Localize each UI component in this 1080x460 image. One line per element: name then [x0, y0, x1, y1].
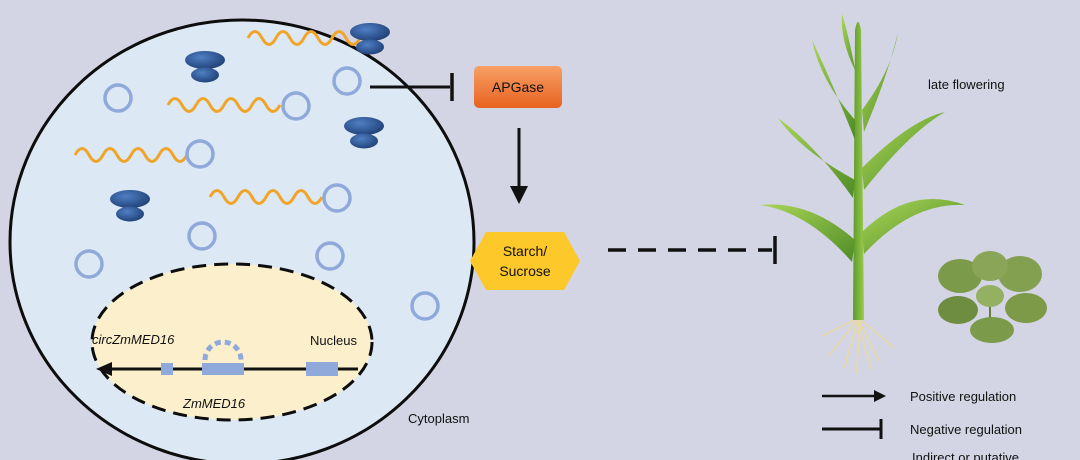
- starch-label-line1: Starch/: [503, 243, 547, 259]
- circrna-circle: [187, 221, 217, 251]
- circrna-circle: [185, 139, 215, 169]
- legend-positive-label: Positive regulation: [910, 389, 1016, 404]
- circrna-circle: [410, 291, 440, 321]
- legend-negative-label: Negative regulation: [910, 422, 1022, 437]
- nucleus: [90, 262, 374, 422]
- circrna-circle: [332, 66, 362, 96]
- exon: [202, 363, 244, 375]
- cytoplasm-label: Cytoplasm: [408, 411, 469, 426]
- legend-indirect-label: Indirect or putative: [912, 450, 1019, 460]
- circ-gene-label: circZmMED16: [92, 332, 175, 347]
- legend-positive-arrowhead: [874, 390, 886, 402]
- apgase-label: APGase: [492, 79, 544, 95]
- maize-plant: [760, 14, 965, 375]
- starch-sucrose-hexagon: [470, 232, 580, 290]
- circrna-circle: [315, 241, 345, 271]
- legend: Positive regulation Negative regulation …: [822, 389, 1022, 460]
- activation-arrowhead: [510, 186, 528, 204]
- exon: [161, 363, 173, 375]
- circrna-circle: [322, 183, 352, 213]
- circrna-circle: [281, 91, 311, 121]
- nucleus-label: Nucleus: [310, 333, 357, 348]
- starch-label-line2: Sucrose: [499, 263, 551, 279]
- late-flowering-label: late flowering: [928, 77, 1005, 92]
- roots: [821, 317, 895, 375]
- apgase-box: [474, 66, 562, 108]
- gene-label: ZmMED16: [182, 396, 246, 411]
- exon: [306, 362, 338, 376]
- seedling: [938, 251, 1047, 343]
- circrna-circle: [103, 83, 133, 113]
- gene-arrowhead: [96, 362, 112, 376]
- circrna-circle: [74, 249, 104, 279]
